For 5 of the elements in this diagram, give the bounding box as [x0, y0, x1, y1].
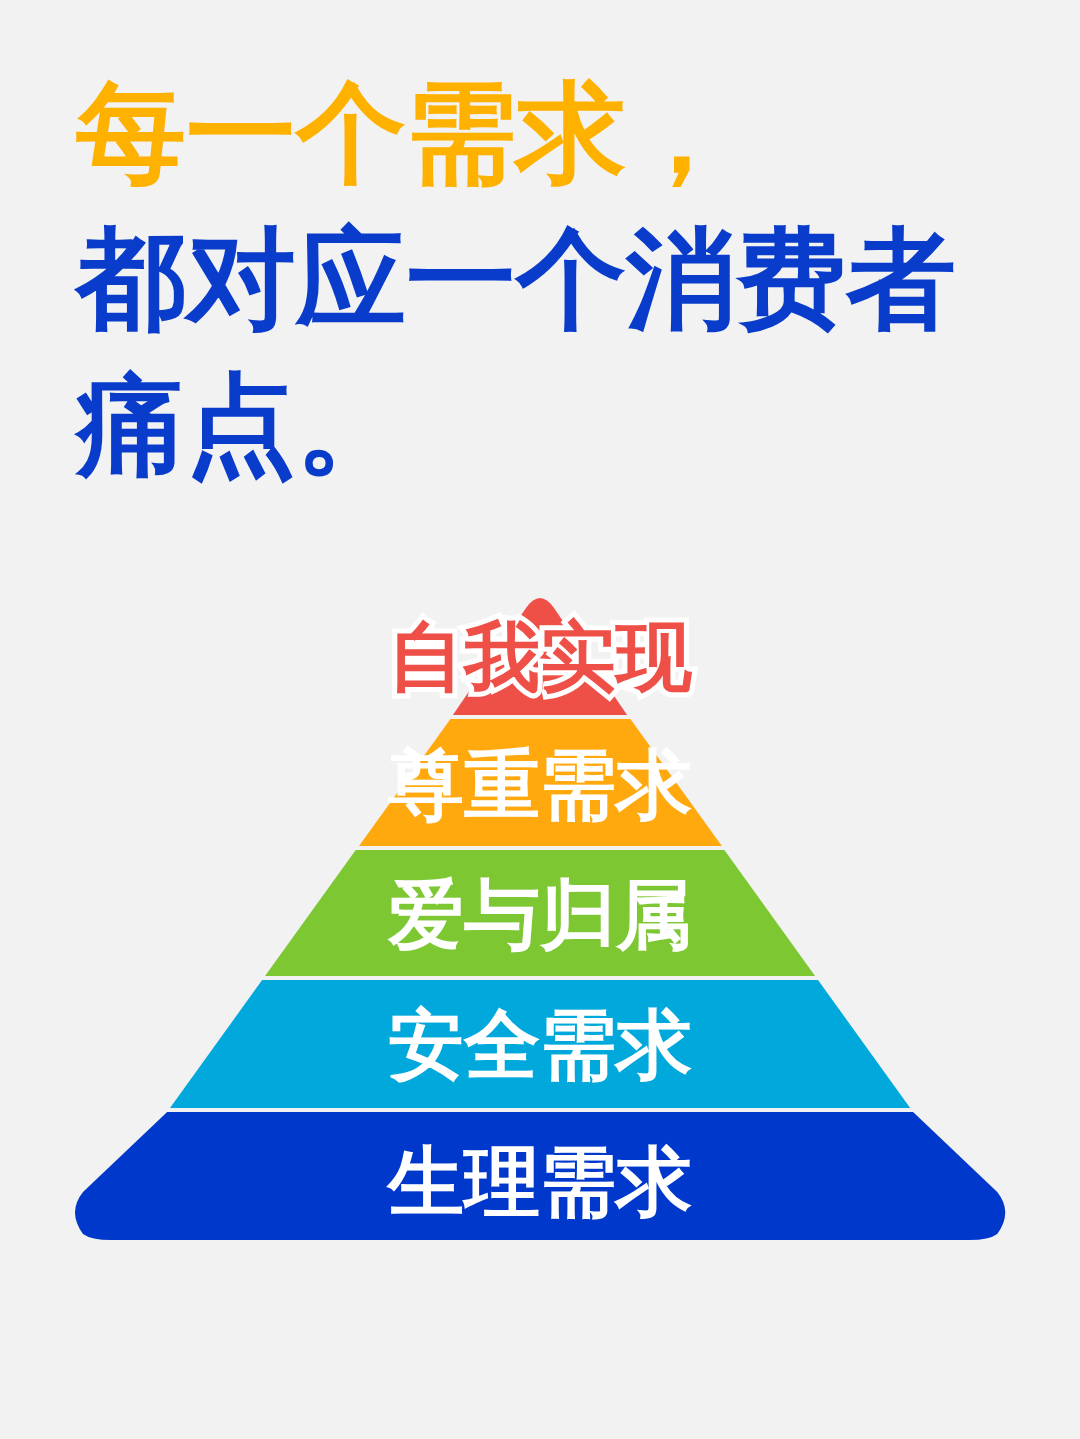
headline: 都对应一个消费者痛点。	[76, 214, 957, 491]
level-label: 爱与归属	[386, 870, 693, 960]
level-label: 生理需求	[385, 1137, 693, 1227]
headline: 每一个需求，	[76, 68, 737, 199]
level-label: 安全需求	[387, 1000, 693, 1090]
